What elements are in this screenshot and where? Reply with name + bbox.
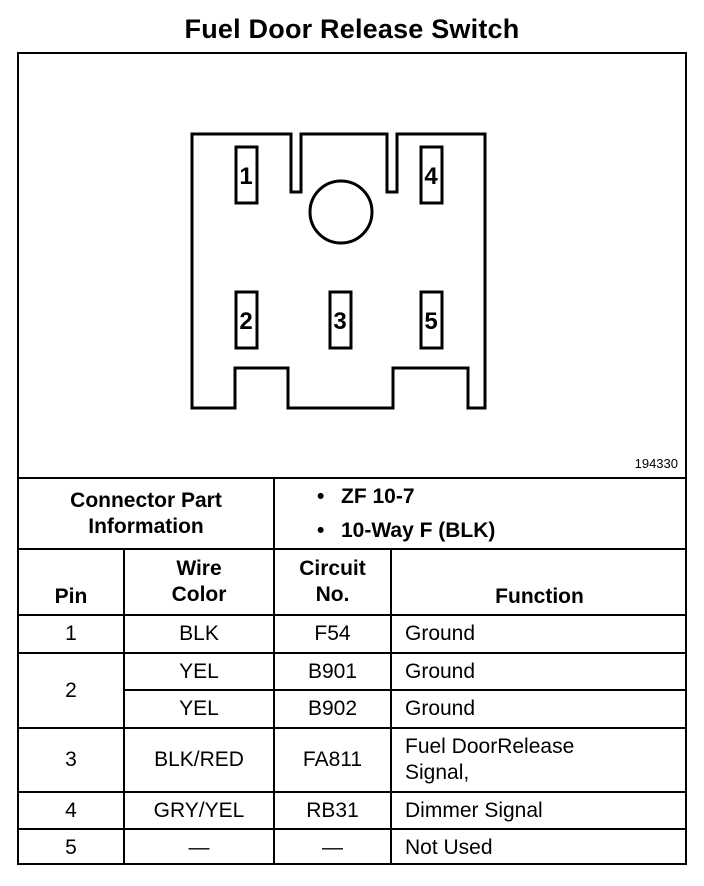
row-2b-circuit: B902 (307, 697, 358, 720)
row-3-function: Fuel DoorRelease Signal, (392, 729, 687, 791)
row-5-color: — (188, 835, 210, 859)
latch-hole (308, 179, 374, 245)
header-pin: Pin (19, 550, 123, 614)
pin-1-slot (234, 145, 259, 205)
divider-part-info (17, 548, 687, 550)
divider-header (17, 614, 687, 616)
row-3-circuit: FA811 (302, 748, 363, 771)
divider-col-pin (123, 548, 125, 865)
connector-part-label-line2: Information (88, 514, 204, 538)
divider-part-info-col (273, 477, 275, 550)
header-wire-color-line2: Color (171, 583, 227, 606)
part-info-bullet-1: • (317, 485, 325, 508)
row-4-function: Dimmer Signal (405, 798, 543, 822)
row-3-color: BLK/RED (154, 748, 244, 771)
row-2a-circuit: B901 (307, 659, 358, 683)
part-info-line-1: ZF 10-7 (341, 485, 415, 508)
pin-3-slot (328, 290, 353, 350)
page-title: Fuel Door Release Switch (184, 14, 520, 44)
connector-part-label: Connector Part Information (19, 479, 273, 548)
header-circuit-line1: Circuit (299, 557, 366, 580)
row-2-pin: 2 (65, 678, 77, 702)
row-1-circuit: F54 (314, 622, 351, 645)
header-wire-color: Wire Color (125, 550, 273, 614)
pin-2-slot (234, 290, 259, 350)
row-5-circuit: — (322, 835, 343, 859)
row-1-color: BLK (179, 622, 219, 645)
pin-5-slot (419, 290, 444, 350)
connector-diagram: 1 4 2 3 5 (190, 132, 487, 410)
pin-5-label: 5 (424, 308, 437, 335)
divider-row-3 (17, 791, 687, 793)
figure-id: 194330 (634, 456, 678, 471)
row-1-function: Ground (405, 622, 476, 645)
row-3-pin: 3 (65, 748, 77, 771)
connector-part-label-line1: Connector Part (70, 488, 222, 512)
part-info-bullet-2: • (317, 519, 325, 542)
header-wire-color-line1: Wire (176, 557, 222, 580)
row-2a-function: Ground (405, 659, 476, 683)
connector-body-outline (190, 132, 487, 410)
divider-row-2a (123, 689, 687, 691)
divider-row-1 (17, 652, 687, 654)
row-5-function: Not Used (405, 835, 493, 859)
divider-row-4 (17, 828, 687, 830)
divider-row-2b (17, 727, 687, 729)
outer-frame (17, 52, 687, 865)
pin-4-label: 4 (424, 163, 438, 190)
row-2b-function: Ground (405, 697, 476, 720)
header-function: Function (392, 550, 687, 614)
pin-4-slot (419, 145, 444, 205)
row-5-pin: 5 (65, 835, 77, 859)
pin-1-label: 1 (239, 163, 252, 190)
row-2a-color: YEL (179, 659, 219, 683)
divider-col-circuit (390, 548, 392, 865)
row-1-pin: 1 (65, 622, 77, 645)
row-4-color: GRY/YEL (153, 798, 245, 822)
pin-2-label: 2 (239, 308, 252, 335)
header-function-text: Function (495, 585, 584, 608)
row-2b-color: YEL (179, 697, 219, 720)
header-circuit: Circuit No. (275, 550, 390, 614)
divider-col-color (273, 548, 275, 865)
header-circuit-line2: No. (315, 583, 350, 606)
row-4-circuit: RB31 (306, 798, 359, 822)
row-3-function-line1: Fuel DoorRelease (405, 735, 575, 758)
pin-3-label: 3 (333, 308, 346, 335)
part-info-line-2: 10-Way F (BLK) (341, 519, 496, 542)
header-pin-text: Pin (54, 585, 88, 608)
row-3-function-line2: Signal, (405, 761, 470, 784)
divider-diagram (17, 477, 687, 479)
row-4-pin: 4 (65, 798, 77, 822)
